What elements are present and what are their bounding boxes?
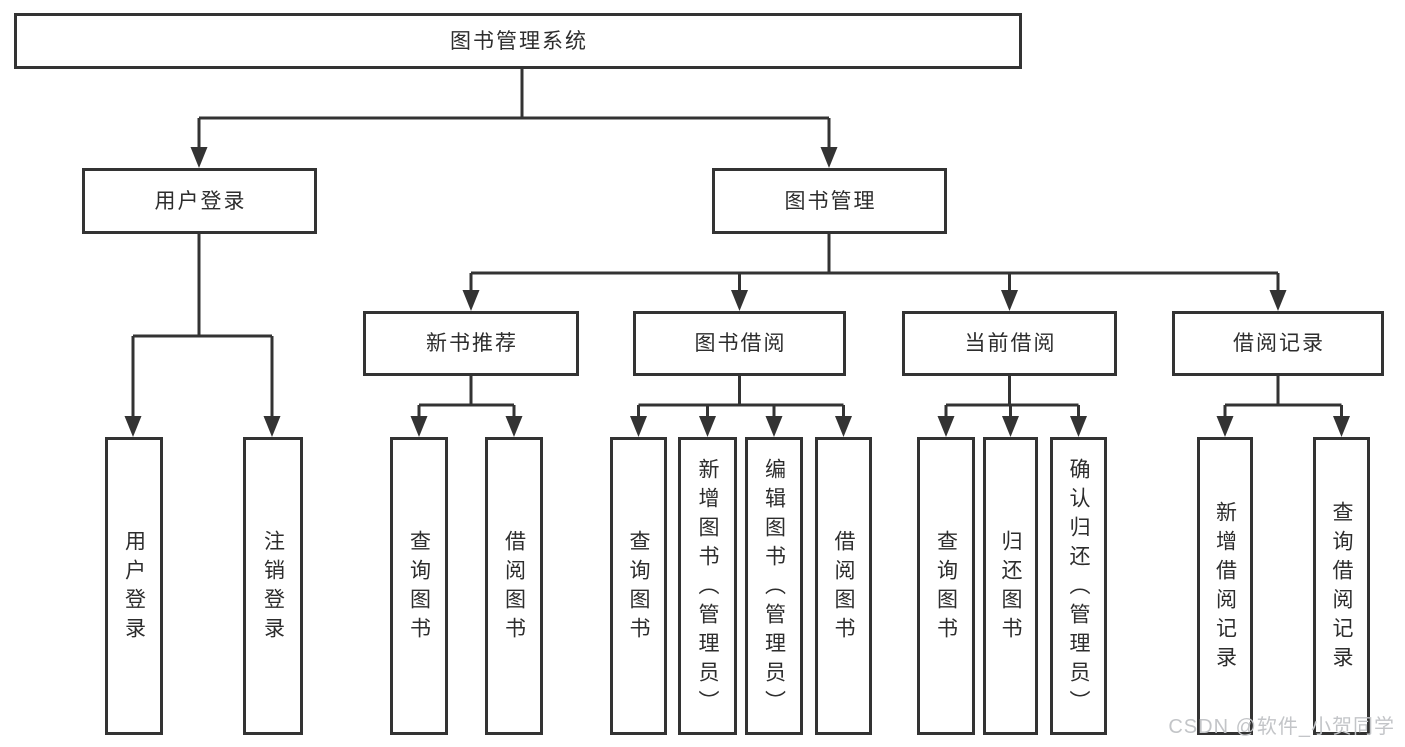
leaf-return-books: 归还图书 [983,437,1038,735]
node-label: 新增图书（管理员） [696,457,719,719]
node-label: 借阅图书 [502,530,526,646]
leaf-query-books-current: 查询图书 [917,437,975,735]
node-user-login: 用户登录 [82,168,317,234]
node-current-borrow: 当前借阅 [902,311,1117,376]
leaf-confirm-return-admin: 确认归还（管理员） [1050,437,1107,735]
node-label: 查询借阅记录 [1330,501,1353,675]
leaf-borrow-books: 借阅图书 [815,437,872,735]
leaf-borrow-books-recommend: 借阅图书 [485,437,543,735]
node-label: 归还图书 [999,530,1022,646]
node-label: 当前借阅 [964,332,1057,355]
node-label: 图书借阅 [694,332,787,355]
node-label: 确认归还（管理员） [1067,457,1090,719]
leaf-query-borrow-record: 查询借阅记录 [1313,437,1370,735]
node-label: 图书管理 [784,189,877,213]
node-label: 编辑图书（管理员） [762,457,786,719]
node-label: 新书推荐 [426,332,518,355]
node-root: 图书管理系统 [14,13,1022,69]
leaf-add-book-admin: 新增图书（管理员） [678,437,737,735]
node-label: 查询图书 [407,530,431,646]
node-label: 注销登录 [261,530,285,646]
node-book-management: 图书管理 [712,168,947,234]
node-label: 借阅记录 [1233,332,1325,355]
node-label: 用户登录 [154,189,247,213]
node-label: 借阅图书 [832,530,855,646]
node-borrow-records: 借阅记录 [1172,311,1384,376]
leaf-query-books-borrow: 查询图书 [610,437,667,735]
arrowheads [124,147,1350,437]
node-new-book-recommend: 新书推荐 [363,311,579,376]
leaf-query-books-recommend: 查询图书 [390,437,448,735]
node-book-borrow: 图书借阅 [633,311,846,376]
node-label: 图书管理系统 [450,29,588,53]
leaf-user-login: 用户登录 [105,437,163,735]
node-label: 查询图书 [934,530,958,646]
node-label: 新增借阅记录 [1213,501,1237,675]
node-label: 查询图书 [627,530,650,646]
leaf-logout: 注销登录 [243,437,303,735]
leaf-edit-book-admin: 编辑图书（管理员） [745,437,803,735]
leaf-add-borrow-record: 新增借阅记录 [1197,437,1253,735]
node-label: 用户登录 [122,530,146,646]
